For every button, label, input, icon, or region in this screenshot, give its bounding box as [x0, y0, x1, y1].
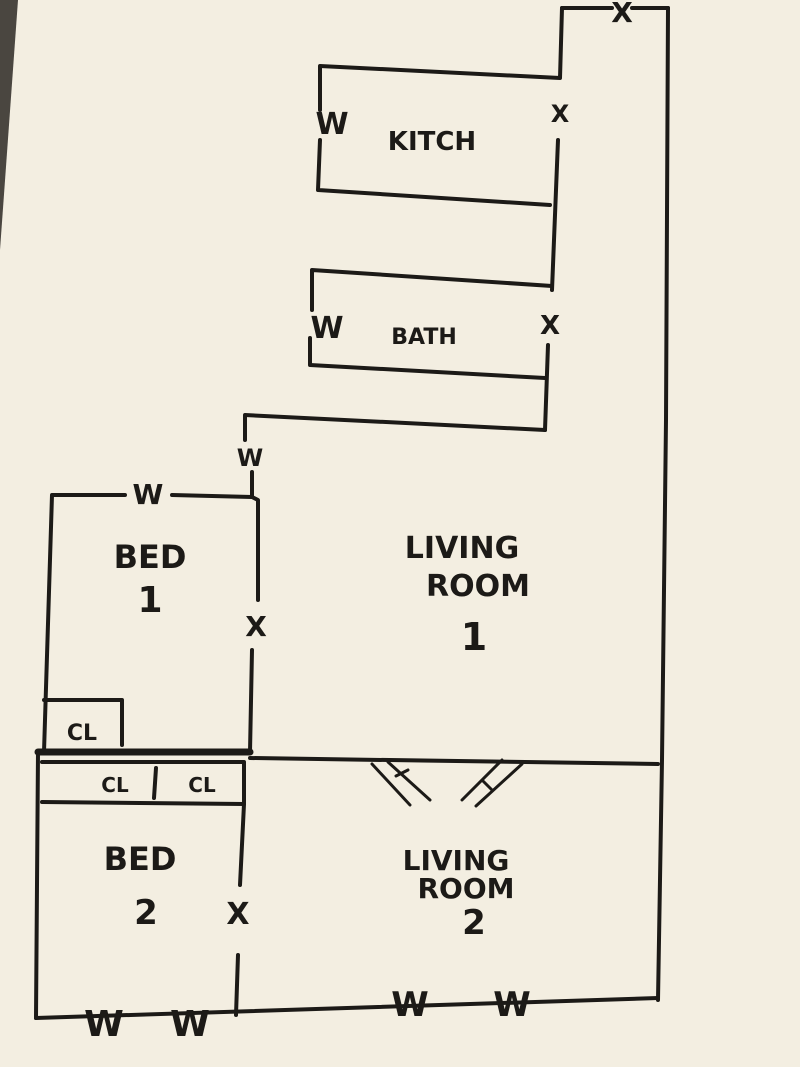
wall-bed2 [234, 802, 246, 1017]
label-bed1-num: 1 [137, 580, 162, 621]
window-markers: W W W W W W W W [84, 107, 531, 1045]
label-living1-num: 1 [461, 615, 487, 659]
window-living2-a: W [391, 985, 429, 1025]
door-swing-right [460, 758, 524, 808]
label-living2-word2: ROOM [417, 872, 514, 905]
label-living1-word1: LIVING [405, 531, 519, 566]
label-closet-bed2-right: CL [188, 773, 216, 797]
door-top: X [611, 0, 633, 29]
door-markers: X X X X X [226, 0, 633, 932]
wall-divider [248, 756, 660, 766]
wall-bath [308, 268, 554, 432]
window-bed2-b: W [170, 1004, 210, 1045]
window-bath: W [310, 311, 343, 346]
wall-corridor [243, 413, 547, 498]
label-bath: BATH [391, 325, 457, 350]
wall-closet-bed1 [42, 698, 124, 747]
window-living2-b: W [493, 985, 531, 1025]
window-corridor: W [237, 444, 263, 472]
label-bed1-word: BED [114, 538, 187, 576]
label-closet-bed2-left: CL [101, 773, 129, 797]
label-kitchen: KITCH [388, 127, 476, 157]
wall-closets-bed2 [40, 760, 246, 806]
door-bed2: X [226, 897, 249, 932]
door-bath: X [540, 311, 560, 341]
door-swing-left [370, 760, 432, 807]
room-labels: KITCH BATH BED 1 LIVING ROOM 1 CL CL CL … [67, 127, 530, 943]
label-bed2-num: 2 [134, 893, 158, 933]
door-bed1: X [245, 610, 267, 643]
label-living2-num: 2 [462, 903, 486, 943]
window-bed1-top: W [133, 478, 164, 511]
label-bed2-word: BED [104, 840, 177, 878]
label-closet-bed1: CL [67, 721, 97, 746]
wall-left-bed2 [34, 750, 40, 1020]
wall-right [656, 6, 670, 1002]
window-bed2-a: W [84, 1004, 124, 1045]
wall-kitchen [316, 6, 564, 292]
door-swing-marks [370, 758, 524, 808]
wall-bottom [34, 996, 660, 1020]
walls [34, 6, 670, 1020]
label-living1-word2: ROOM [426, 569, 530, 604]
label-living2-word1: LIVING [403, 844, 510, 877]
wall-bed1 [42, 493, 260, 754]
window-kitchen: W [315, 107, 348, 142]
door-kitchen: X [551, 100, 570, 128]
